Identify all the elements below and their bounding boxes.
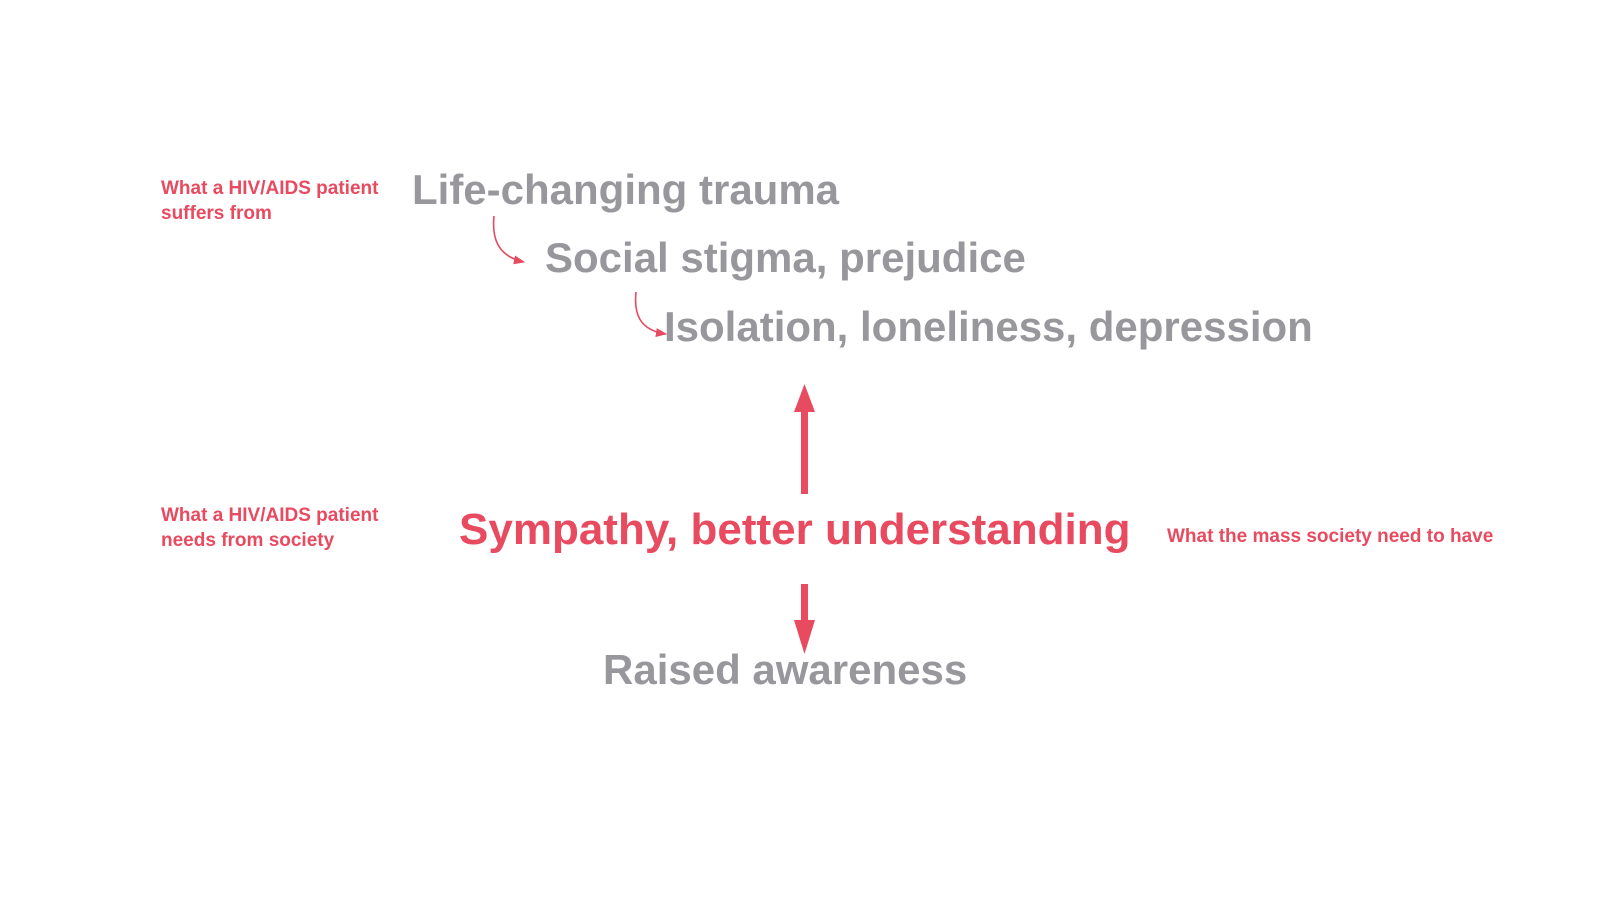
patient-needs-line-2: needs from society xyxy=(161,530,335,551)
society-needs-annotation: What the mass society need to have xyxy=(1167,526,1494,547)
patient-suffers-line-1: What a HIV/AIDS patient xyxy=(161,178,379,199)
patient-suffers-line-2: suffers from xyxy=(161,203,272,224)
patient-suffers-annotation: What a HIV/AIDS patient suffers from xyxy=(161,176,378,226)
curved-arrow-stigma-to-isolation xyxy=(634,291,668,338)
chain-step-trauma: Life-changing trauma xyxy=(412,166,840,213)
outcome-text: Raised awareness xyxy=(603,646,968,693)
solution-text: Sympathy, better understanding xyxy=(459,505,1131,554)
chain-step-stigma: Social stigma, prejudice xyxy=(545,234,1026,281)
up-arrow xyxy=(794,384,815,494)
curved-arrow-trauma-to-stigma xyxy=(492,215,526,265)
patient-needs-line-1: What a HIV/AIDS patient xyxy=(161,505,379,526)
patient-needs-annotation: What a HIV/AIDS patient needs from socie… xyxy=(161,503,378,553)
down-arrow xyxy=(794,584,815,654)
chain-step-isolation: Isolation, loneliness, depression xyxy=(664,303,1313,350)
